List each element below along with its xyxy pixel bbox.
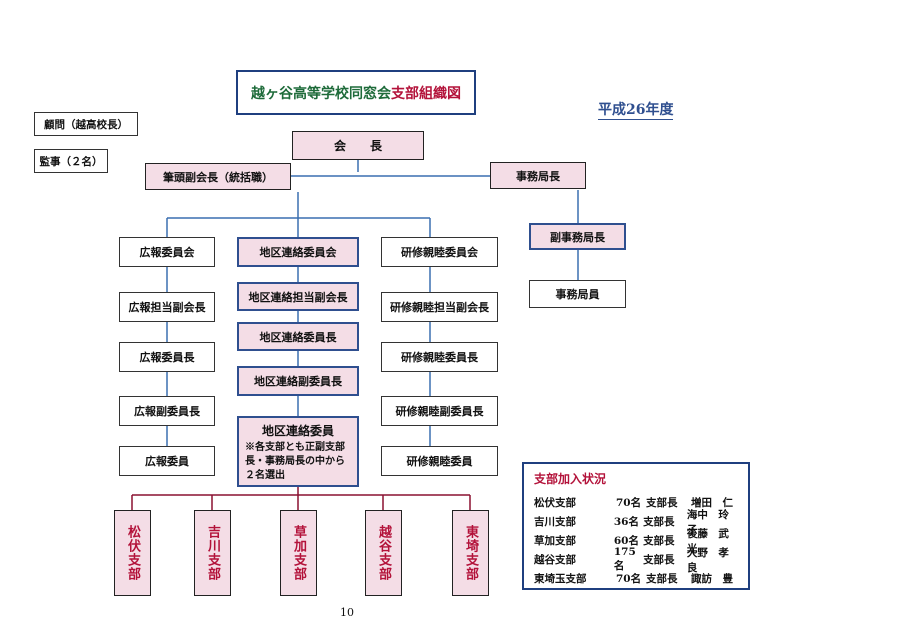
pr-vice-president-box: 広報担当副会長 bbox=[119, 292, 215, 322]
secretary-general-box: 事務局長 bbox=[490, 162, 586, 189]
liaison-member-title: 地区連絡委員 bbox=[261, 424, 334, 438]
liaison-chair-box: 地区連絡委員長 bbox=[237, 322, 359, 351]
page-number: 10 bbox=[340, 606, 354, 619]
row-role: 支部長 bbox=[646, 497, 678, 509]
membership-row: 草加支部 60名 支部長 後藤 武光 bbox=[534, 528, 738, 555]
chart-title: 越ヶ谷高等学校同窓会支部組織図 bbox=[236, 70, 476, 115]
liaison-committee-box: 地区連絡委員会 bbox=[237, 237, 359, 267]
pr-vice-chair-box: 広報副委員長 bbox=[119, 396, 215, 426]
row-count: 36名 bbox=[613, 516, 639, 528]
pr-member-box: 広報委員 bbox=[119, 446, 215, 476]
membership-status-title: 支部加入状況 bbox=[534, 472, 607, 486]
membership-status-panel: 支部加入状況 松伏支部 70名 支部長 増田 仁 吉川支部 36名 支部長 海中… bbox=[522, 462, 750, 590]
row-role: 支部長 bbox=[643, 535, 675, 547]
row-role: 支部長 bbox=[643, 516, 675, 528]
liaison-member-box: 地区連絡委員 ※各支部とも正副支部長・事務局長の中から２名選出 bbox=[237, 416, 359, 487]
row-name: 諏訪 豊 bbox=[691, 573, 733, 585]
row-name: 後藤 武光 bbox=[686, 527, 729, 555]
title-main: 越ヶ谷高等学校同窓会 bbox=[251, 85, 391, 102]
deputy-secretary-box: 副事務局長 bbox=[529, 223, 626, 250]
president-box: 会 長 bbox=[292, 131, 424, 160]
row-branch: 東埼玉支部 bbox=[534, 573, 587, 585]
training-vice-chair-box: 研修親睦副委員長 bbox=[381, 396, 498, 426]
membership-row: 吉川支部 36名 支部長 海中 玲子 bbox=[534, 509, 738, 536]
fiscal-year: 平成26年度 bbox=[598, 99, 674, 120]
advisor-box: 顧問（越高校長） bbox=[34, 112, 138, 136]
training-vice-president-box: 研修親睦担当副会長 bbox=[381, 292, 498, 322]
liaison-vice-president-box: 地区連絡担当副会長 bbox=[237, 282, 359, 311]
liaison-vice-chair-box: 地区連絡副委員長 bbox=[237, 366, 359, 396]
row-name: 増田 仁 bbox=[691, 497, 733, 509]
title-sub: 支部組織図 bbox=[391, 85, 461, 102]
row-branch: 草加支部 bbox=[534, 535, 576, 547]
row-count: 70名 bbox=[616, 573, 642, 585]
branch-yoshikawa: 吉川支部 bbox=[194, 510, 231, 596]
row-branch: 吉川支部 bbox=[534, 516, 576, 528]
branch-koshigaya: 越谷支部 bbox=[365, 510, 402, 596]
branch-tosai: 東埼支部 bbox=[452, 510, 489, 596]
row-count: 70名 bbox=[616, 497, 642, 509]
pr-committee-box: 広報委員会 bbox=[119, 237, 215, 267]
row-role: 支部長 bbox=[646, 573, 678, 585]
branch-matsubushi: 松伏支部 bbox=[114, 510, 151, 596]
row-count: 60名 bbox=[613, 535, 639, 547]
secretariat-member-box: 事務局員 bbox=[529, 280, 626, 308]
vice-president-head-box: 筆頭副会長（統括職） bbox=[145, 163, 291, 190]
row-name: 大野 孝良 bbox=[686, 546, 729, 574]
row-branch: 越谷支部 bbox=[534, 554, 576, 566]
row-count: 175名 bbox=[613, 546, 636, 572]
pr-chair-box: 広報委員長 bbox=[119, 342, 215, 372]
membership-row: 越谷支部 175名 支部長 大野 孝良 bbox=[534, 546, 738, 574]
training-member-box: 研修親睦委員 bbox=[381, 446, 498, 476]
liaison-member-note: ※各支部とも正副支部長・事務局長の中から２名選出 bbox=[245, 442, 345, 481]
row-name: 海中 玲子 bbox=[686, 508, 729, 536]
auditor-box: 監事（２名） bbox=[34, 149, 108, 173]
training-committee-box: 研修親睦委員会 bbox=[381, 237, 498, 267]
branch-soka: 草加支部 bbox=[280, 510, 317, 596]
row-role: 支部長 bbox=[643, 554, 675, 566]
training-chair-box: 研修親睦委員長 bbox=[381, 342, 498, 372]
membership-row: 松伏支部 70名 支部長 増田 仁 bbox=[534, 493, 738, 512]
row-branch: 松伏支部 bbox=[534, 497, 576, 509]
membership-row: 東埼玉支部 70名 支部長 諏訪 豊 bbox=[534, 569, 738, 588]
